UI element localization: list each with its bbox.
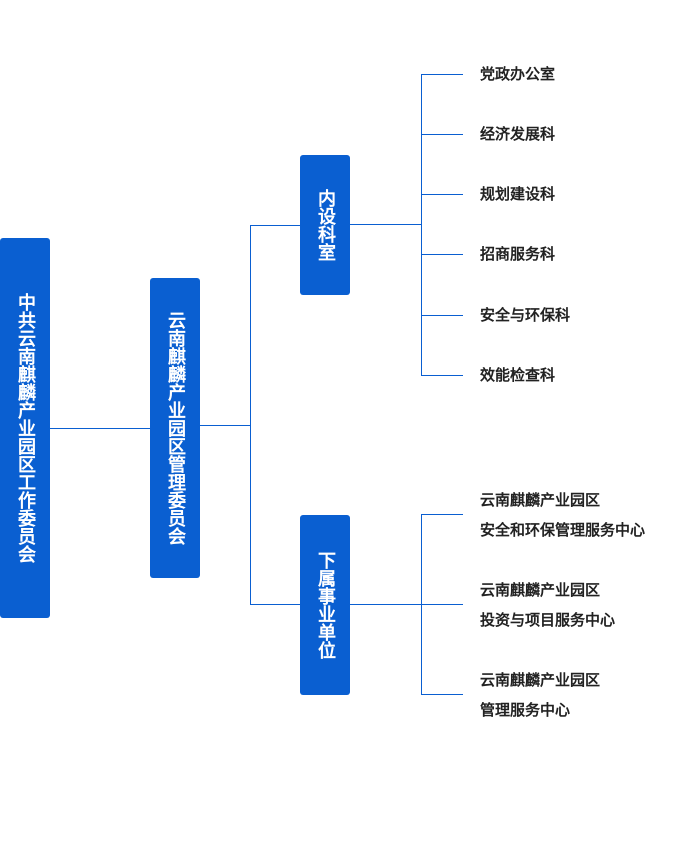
connector-affiliated-spine xyxy=(350,604,422,605)
leaf-tick xyxy=(421,134,463,135)
dept-investment-service: 招商服务科 xyxy=(480,245,556,263)
branch-affiliated-institutions: 下属事业单位 xyxy=(300,515,350,695)
dept-safety-environment: 安全与环保科 xyxy=(480,306,571,324)
branch-internal-label: 内设科室 xyxy=(315,189,336,261)
dept-efficiency-inspection: 效能检查科 xyxy=(480,366,556,384)
connector-internal-spine xyxy=(350,224,422,225)
dept-economic-development: 经济发展科 xyxy=(480,125,556,143)
root-node-label: 中共云南麒麟产业园区工作委员会 xyxy=(15,293,36,563)
leaf-tick xyxy=(421,194,463,195)
connector-spine-internal xyxy=(250,225,300,226)
leaf-tick xyxy=(421,315,463,316)
unit-investment-project-center: 云南麒麟产业园区 投资与项目服务中心 xyxy=(480,581,616,629)
connector-committee-spine xyxy=(200,425,250,426)
connector-spine-affiliated xyxy=(250,604,300,605)
branch-internal-departments: 内设科室 xyxy=(300,155,350,295)
connector-root-committee xyxy=(50,428,150,429)
leaf-tick xyxy=(421,74,463,75)
branch-spine xyxy=(250,225,251,605)
unit-management-service-center: 云南麒麟产业园区 管理服务中心 xyxy=(480,671,601,719)
leaf-tick xyxy=(421,604,463,605)
unit-safety-environment-center: 云南麒麟产业园区 安全和环保管理服务中心 xyxy=(480,491,646,539)
committee-node-label: 云南麒麟产业园区管理委员会 xyxy=(165,311,186,545)
leaf-tick xyxy=(421,375,463,376)
leaf-tick xyxy=(421,254,463,255)
leaf-tick xyxy=(421,514,463,515)
leaf-tick xyxy=(421,694,463,695)
committee-node: 云南麒麟产业园区管理委员会 xyxy=(150,278,200,578)
dept-planning-construction: 规划建设科 xyxy=(480,185,556,203)
root-node: 中共云南麒麟产业园区工作委员会 xyxy=(0,238,50,618)
dept-party-office: 党政办公室 xyxy=(480,65,556,83)
branch-affiliated-label: 下属事业单位 xyxy=(315,551,336,659)
internal-leaf-spine xyxy=(421,74,422,376)
